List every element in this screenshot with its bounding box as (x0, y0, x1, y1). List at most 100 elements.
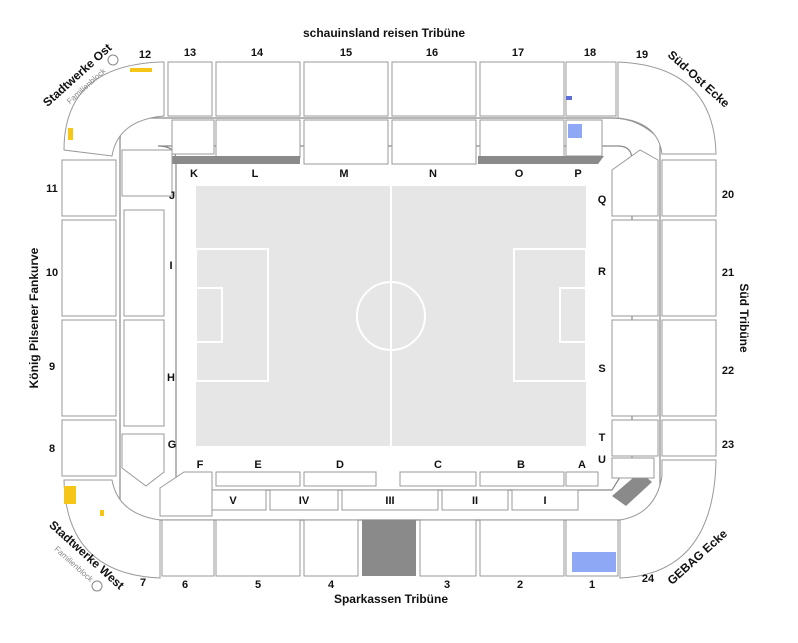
block-2[interactable] (479, 519, 565, 577)
north-stand-title: schauinsland reisen Tribüne (303, 26, 465, 40)
box-I[interactable] (511, 489, 579, 511)
block-U-lower[interactable] (611, 457, 655, 479)
family-seats-7 (64, 486, 76, 504)
block-9[interactable] (61, 319, 117, 417)
block-G-standing[interactable] (121, 433, 165, 487)
block-numbers: 12 13 14 15 16 17 18 19 20 21 22 23 24 1… (46, 47, 734, 591)
letter-M: M (339, 168, 348, 180)
box-III[interactable] (341, 489, 439, 511)
letter-U: U (598, 454, 606, 466)
family-logo-icon (91, 580, 103, 592)
block-R-lower[interactable] (611, 219, 659, 317)
block-S-lower[interactable] (611, 319, 659, 417)
label-2: 2 (517, 579, 523, 591)
label-21: 21 (722, 267, 734, 279)
block-11[interactable] (61, 159, 117, 217)
letter-N: N (429, 168, 437, 180)
block-14[interactable] (215, 61, 301, 117)
block-23[interactable] (661, 419, 717, 457)
block-17[interactable] (479, 61, 565, 117)
letter-K: K (190, 168, 198, 180)
label-1: 1 (589, 579, 595, 591)
family-seats-7b (100, 510, 104, 516)
box-II[interactable] (441, 489, 509, 511)
block-24[interactable] (619, 459, 717, 579)
box-IV[interactable] (269, 489, 339, 511)
family-logo-icon (107, 54, 119, 66)
block-21[interactable] (661, 219, 717, 317)
label-24: 24 (642, 573, 655, 585)
block-I-standing[interactable] (123, 209, 165, 317)
available-seats-1 (572, 552, 616, 572)
block-H-standing[interactable] (123, 319, 165, 427)
north-stand (167, 61, 617, 165)
tier-letters: K L M N O P J I H G F E D C B A Q R S T … (167, 168, 607, 471)
letter-J: J (169, 190, 175, 202)
block-12[interactable] (63, 61, 165, 157)
letter-C: C (434, 459, 442, 471)
label-16: 16 (426, 47, 438, 59)
block-13[interactable] (167, 61, 213, 117)
block-O-lower[interactable] (479, 119, 565, 159)
block-6[interactable] (161, 519, 215, 577)
block-5[interactable] (215, 519, 301, 577)
label-19: 19 (636, 49, 648, 61)
label-14: 14 (251, 47, 264, 59)
label-18: 18 (584, 47, 596, 59)
family-seats-12 (130, 68, 152, 72)
block-T-lower[interactable] (611, 419, 659, 457)
block-C-lower[interactable] (399, 471, 477, 487)
letter-O: O (515, 168, 524, 180)
block-M-lower[interactable] (303, 119, 389, 165)
block-E-lower[interactable] (215, 471, 301, 487)
block-18[interactable] (565, 61, 617, 117)
letter-Q: Q (598, 194, 607, 206)
block-K-lower[interactable] (171, 119, 215, 155)
block-4[interactable] (303, 519, 359, 577)
letter-D: D (336, 459, 344, 471)
block-10[interactable] (61, 219, 117, 317)
block-19[interactable] (617, 61, 717, 155)
corners (63, 61, 717, 579)
block-J-standing[interactable] (121, 149, 173, 197)
label-17: 17 (512, 47, 524, 59)
label-22: 22 (722, 365, 734, 377)
letter-I: I (169, 260, 172, 272)
label-9: 9 (49, 361, 55, 373)
north-walkway (172, 156, 300, 164)
label-7: 7 (140, 577, 146, 589)
box-label-V: V (229, 495, 237, 507)
box-labels: V IV III II I (229, 495, 546, 507)
box-label-III: III (385, 495, 394, 507)
block-15[interactable] (303, 61, 389, 117)
label-13: 13 (184, 47, 196, 59)
block-L-lower[interactable] (215, 119, 301, 159)
label-4: 4 (328, 579, 335, 591)
block-7[interactable] (63, 479, 161, 579)
letter-A: A (578, 459, 586, 471)
label-6: 6 (182, 579, 188, 591)
block-16[interactable] (391, 61, 477, 117)
label-23: 23 (722, 439, 734, 451)
letter-R: R (598, 266, 606, 278)
block-20[interactable] (661, 159, 717, 217)
block-A-lower[interactable] (565, 471, 599, 487)
east-stand (611, 149, 717, 479)
north-walkway-east (478, 156, 604, 164)
block-8[interactable] (61, 419, 117, 477)
label-20: 20 (722, 189, 734, 201)
letter-F: F (197, 459, 204, 471)
west-stand-title: König Pilsener Fankurve (27, 247, 41, 388)
block-D-lower[interactable] (303, 471, 377, 487)
box-label-IV: IV (299, 495, 310, 507)
block-3[interactable] (419, 519, 477, 577)
family-seats-12b (68, 128, 73, 140)
block-B-lower[interactable] (479, 471, 565, 487)
block-F-lower[interactable] (159, 471, 213, 517)
block-N-lower[interactable] (391, 119, 477, 165)
block-22[interactable] (661, 319, 717, 417)
block-Q-lower[interactable] (611, 149, 659, 217)
label-5: 5 (255, 579, 261, 591)
label-8: 8 (49, 443, 55, 455)
